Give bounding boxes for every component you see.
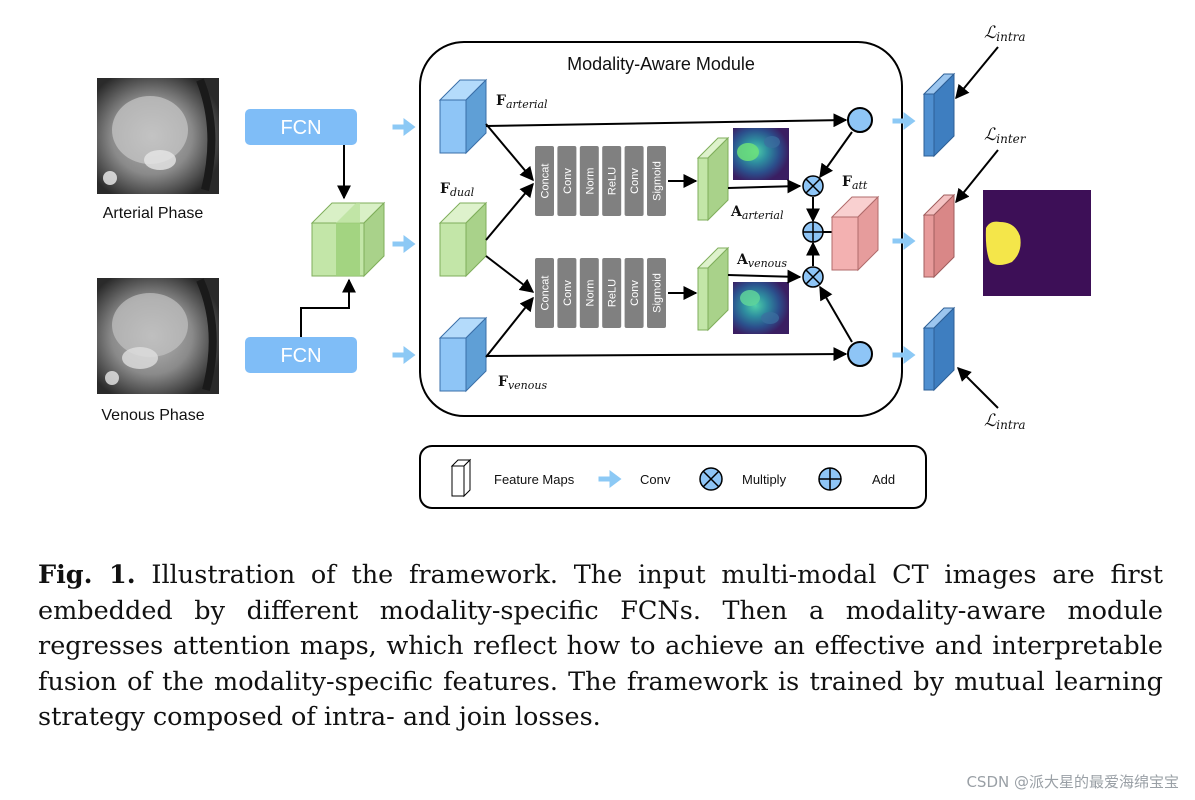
f-dual-label: Fdual [440, 181, 475, 199]
a-venous-to-multiply-arrow [727, 269, 802, 284]
modality-aware-module-box [419, 41, 903, 417]
a-venous-label: Avenous [736, 252, 787, 270]
a-arterial-to-multiply-arrow [727, 179, 802, 194]
legend-multiply-label: Multiply [742, 472, 787, 487]
figure-caption: Fig. 1. Illustration of the framework. T… [38, 558, 1163, 736]
loss-intra-bottom-arrow [957, 367, 999, 409]
branch-top-block-4 [602, 146, 622, 216]
arterial-node-circle [847, 107, 873, 133]
f-venous-feature [438, 316, 488, 393]
f-arterial-label: Farterial [496, 93, 548, 111]
legend-add-label: Add [872, 472, 895, 487]
conv-arrow-out-top [892, 112, 916, 130]
branch-top-block-6 [647, 146, 666, 216]
venous-phase-label: Venous Phase [101, 407, 204, 424]
branch-top-block-3 [579, 146, 599, 216]
arterial-phase-label: Arterial Phase [103, 205, 204, 222]
a-arterial-label: Aarterial [730, 204, 784, 222]
conv-arrow-middle [392, 235, 416, 253]
branch-bottom-block-1 [535, 258, 554, 328]
fcn-bottom-box: FCN [245, 337, 357, 373]
branch-bottom-block-5 [624, 258, 644, 328]
watermark: CSDN @派大星的最爱海绵宝宝 [966, 773, 1179, 791]
branch-bottom-block-label-4: ReLU [607, 279, 619, 307]
f-venous-label: Fvenous [498, 374, 547, 392]
concatenated-feature-stack [310, 201, 386, 278]
fcn-top-box: FCN [245, 109, 357, 145]
dual-to-branch-bottom-arrow [485, 255, 535, 293]
venous-node-circle [847, 341, 873, 367]
output-fused-feature [922, 193, 956, 279]
venous-ct-image [97, 278, 219, 394]
legend-conv-icon [598, 470, 622, 488]
fcn-bottom-label: FCN [280, 345, 321, 367]
caption-text: Illustration of the framework. The input… [38, 560, 1163, 733]
caption-label: Fig. 1. [38, 560, 136, 590]
a-venous-feature [696, 246, 730, 332]
venous-to-branch-bottom-arrow [485, 296, 534, 358]
loss-intra-top-label: ℒintra [984, 23, 1026, 44]
branch-bottom-block-label-2: Conv [562, 280, 574, 306]
branch-top-block-2 [557, 146, 577, 216]
legend-box [419, 445, 927, 509]
f-att-label: Fatt [842, 174, 868, 192]
framework-diagram: Arterial Phase Venous Phase FCN FCN Moda… [97, 23, 1091, 509]
legend-conv-label: Conv [640, 472, 671, 487]
branch-bottom-block-4 [602, 258, 622, 328]
branch-top-block-5 [624, 146, 644, 216]
branch-bottom-block-3 [579, 258, 599, 328]
legend-feature-maps-icon [450, 458, 472, 498]
branch-top-block-label-5: Conv [629, 168, 641, 194]
branch-top-block-label-1: Concat [540, 164, 552, 199]
module-title: Modality-Aware Module [567, 54, 755, 74]
legend-multiply-icon [699, 467, 723, 491]
arterial-ct-image [97, 78, 219, 194]
f-att-feature [830, 195, 880, 272]
branch-bottom-blocks: Concat Conv Norm ReLU Conv Sigmoid [535, 258, 666, 328]
branch-bottom-block-label-1: Concat [540, 276, 552, 311]
loss-intra-top-arrow [955, 46, 999, 100]
loss-intra-bottom-label: ℒintra [984, 411, 1026, 432]
multiply-top-op [802, 175, 824, 197]
branch-bottom-block-6 [647, 258, 666, 328]
f-arterial-feature [438, 78, 488, 155]
arterial-attention-map [733, 128, 789, 180]
branch-top-block-label-6: Sigmoid [652, 161, 664, 201]
branch-bottom-block-label-3: Norm [584, 280, 596, 307]
branch-top-block-1 [535, 146, 554, 216]
venous-to-node-arrow [485, 347, 848, 362]
node-bottom-to-multiply-arrow [819, 285, 853, 343]
dual-to-branch-top-arrow [485, 182, 534, 241]
branch-top-block-label-4: ReLU [607, 167, 619, 195]
branch-bottom-block-2 [557, 258, 577, 328]
branch-bottom-block-label-6: Sigmoid [652, 273, 664, 313]
conv-arrow-out-bottom [892, 346, 916, 364]
add-op [802, 221, 824, 243]
a-arterial-feature [696, 136, 730, 222]
loss-inter-arrow [955, 149, 999, 204]
segmentation-output-map [983, 190, 1091, 296]
conv-arrow-bottom [392, 346, 416, 364]
fcn-top-label: FCN [280, 117, 321, 139]
fcn-bottom-to-fusion-arrow [300, 278, 356, 337]
multiply-bottom-op [802, 266, 824, 288]
conv-arrow-out-middle [892, 232, 916, 250]
loss-inter-label: ℒinter [984, 125, 1027, 146]
output-venous-feature [922, 306, 956, 392]
output-arterial-feature [922, 72, 956, 158]
conv-arrow-top [392, 118, 416, 136]
f-dual-feature [438, 201, 488, 278]
branch-bottom-block-label-5: Conv [629, 280, 641, 306]
node-top-to-multiply-arrow [819, 131, 853, 179]
venous-attention-map [733, 282, 789, 334]
branch-top-blocks: Concat Conv Norm ReLU Conv Sigmoid [535, 146, 666, 216]
arterial-to-node-arrow [485, 113, 848, 128]
branch-top-block-label-3: Norm [584, 168, 596, 195]
legend-feature-maps-label: Feature Maps [494, 472, 575, 487]
arterial-to-branch-top-arrow [485, 123, 534, 182]
branch-top-block-label-2: Conv [562, 168, 574, 194]
legend-add-icon [818, 467, 842, 491]
